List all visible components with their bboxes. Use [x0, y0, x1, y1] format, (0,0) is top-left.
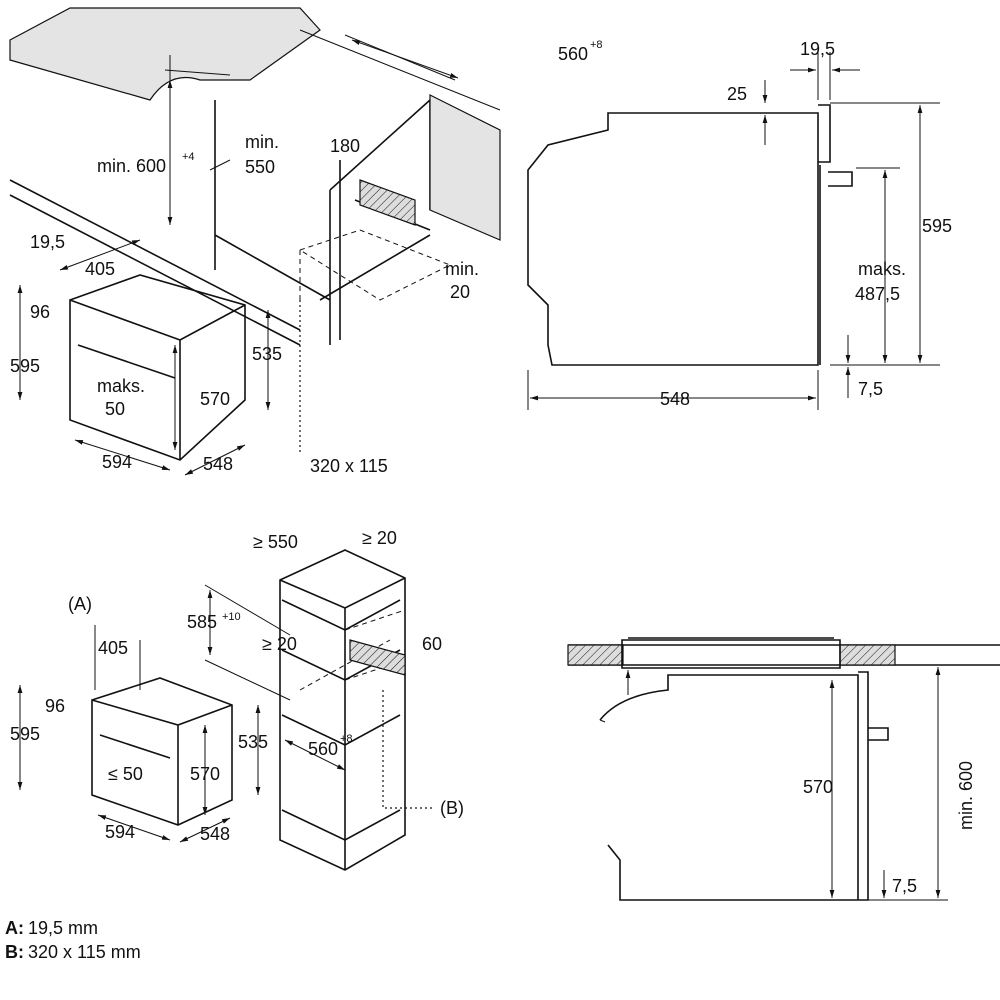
- label: 535: [238, 732, 268, 752]
- tall-cabinet-view: ≥ 550 ≥ 20 (A) 405 585 +10 ≥ 20 60 96 59…: [10, 528, 464, 871]
- label: 560: [558, 44, 588, 64]
- label: 548: [200, 824, 230, 844]
- label: 487,5: [855, 284, 900, 304]
- label: ≥ 20: [362, 528, 397, 548]
- legend: A: 19,5 mm B: 320 x 115 mm: [5, 918, 141, 962]
- label: ≥ 20: [262, 634, 297, 654]
- label: ≥ 550: [253, 532, 298, 552]
- label: 96: [30, 302, 50, 322]
- side-view-undercounter: 19,5 25 595 maks. 487,5 548 7,5: [527, 39, 952, 410]
- label: maks.: [97, 376, 145, 396]
- countertop-section-left: [567, 644, 624, 666]
- oven: [69, 274, 246, 461]
- cooktop: [621, 637, 841, 669]
- label: 585: [187, 612, 217, 632]
- label: 96: [45, 696, 65, 716]
- label: 180: [330, 136, 360, 156]
- label: 560: [308, 739, 338, 759]
- oven: [91, 677, 233, 826]
- label: 595: [10, 356, 40, 376]
- label-sup: +8: [340, 733, 353, 745]
- label: 548: [660, 389, 690, 409]
- label: min.: [245, 132, 279, 152]
- label: ≤ 50: [108, 764, 143, 784]
- label: min. 600: [956, 761, 976, 830]
- label: maks.: [858, 259, 906, 279]
- label: 594: [102, 452, 132, 472]
- label: 595: [10, 724, 40, 744]
- label-sup: +10: [222, 611, 241, 623]
- oven-side-outline: [527, 112, 819, 366]
- legend-value: 320 x 115 mm: [28, 942, 141, 962]
- label: 405: [98, 638, 128, 658]
- label: 60: [422, 634, 442, 654]
- label: 19,5: [30, 232, 65, 252]
- countertop: [9, 7, 321, 101]
- label: 595: [922, 216, 952, 236]
- label: 535: [252, 344, 282, 364]
- label-sup: +4: [182, 151, 195, 163]
- legend-value: 19,5 mm: [28, 918, 98, 938]
- label: 594: [105, 822, 135, 842]
- legend-key: A:: [5, 918, 24, 938]
- label: 550: [245, 157, 275, 177]
- label-sup: +8: [590, 39, 603, 51]
- label: 20: [450, 282, 470, 302]
- tall-cabinet: [279, 549, 406, 871]
- label: 25: [727, 84, 747, 104]
- side-view-under-cooktop: 570 min. 600 7,5: [567, 637, 1000, 901]
- legend-key: B:: [5, 942, 24, 962]
- countertop-section-right: [839, 644, 896, 666]
- vent-opening: [359, 179, 416, 226]
- label: 7,5: [892, 876, 917, 896]
- label: 320 x 115: [310, 456, 388, 476]
- label: 7,5: [858, 379, 883, 399]
- label: min. 600: [97, 156, 166, 176]
- vent-opening: [349, 639, 406, 676]
- cabinet: [214, 99, 431, 345]
- oven-side-outline: [599, 671, 889, 901]
- label: 570: [200, 389, 230, 409]
- label-a: (A): [68, 594, 92, 614]
- label-b: (B): [440, 798, 464, 818]
- label: 570: [803, 777, 833, 797]
- label: 570: [190, 764, 220, 784]
- built-in-undercounter-view: 560 +8 min. 600 +4 min. 550 180 19,5 405…: [9, 7, 603, 476]
- label: min.: [445, 259, 479, 279]
- label: 548: [203, 454, 233, 474]
- label: 19,5: [800, 39, 835, 59]
- label: 50: [105, 399, 125, 419]
- label: 405: [85, 259, 115, 279]
